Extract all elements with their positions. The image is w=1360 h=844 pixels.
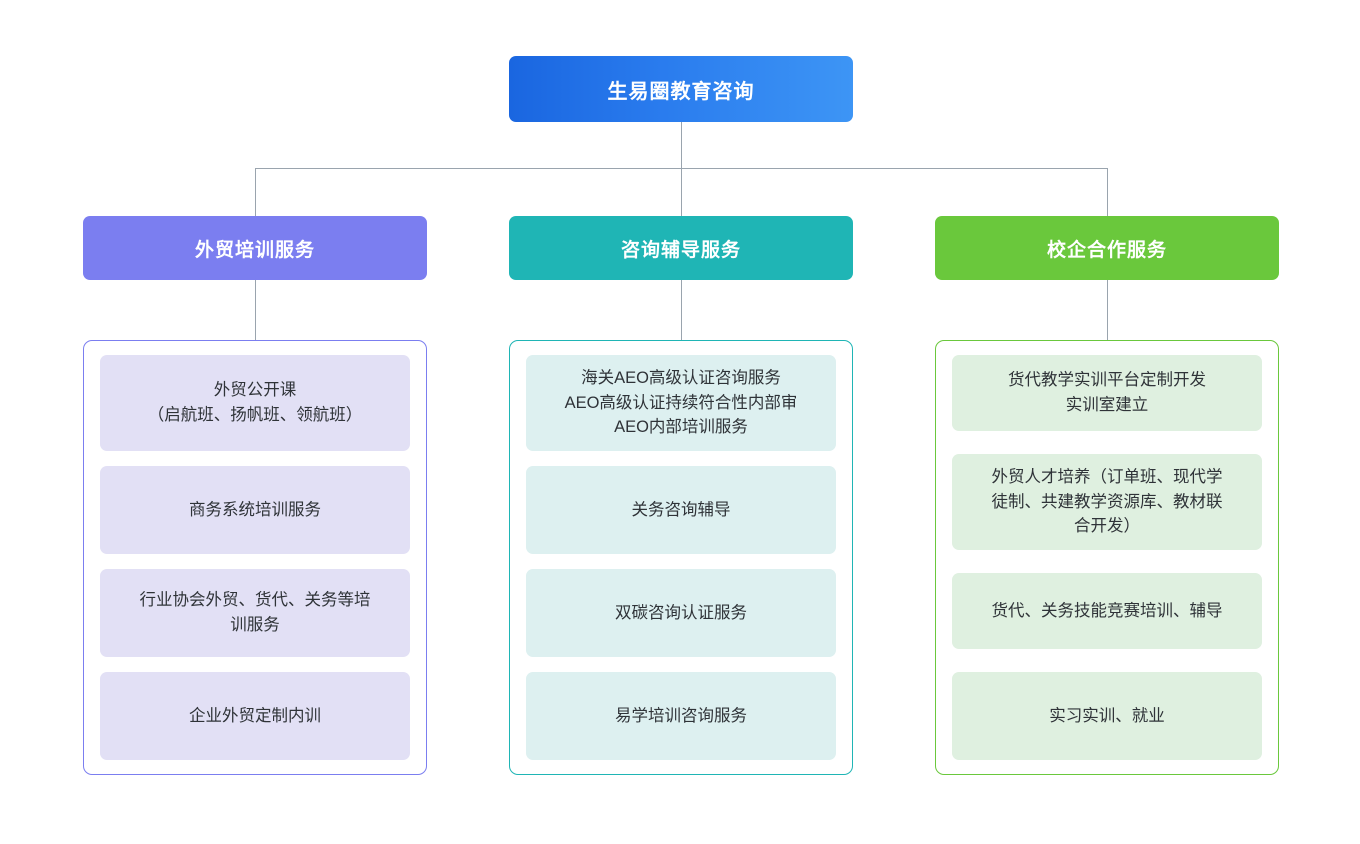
leaf-item[interactable]: 商务系统培训服务 <box>100 466 410 554</box>
branch-box-school-enterprise: 货代教学实训平台定制开发 实训室建立 外贸人才培养（订单班、现代学 徒制、共建教… <box>935 340 1279 775</box>
connector-stem-right <box>1107 280 1108 340</box>
leaf-item[interactable]: 海关AEO高级认证咨询服务 AEO高级认证持续符合性内部审 AEO内部培训服务 <box>526 355 836 451</box>
connector-root-stem <box>681 122 682 168</box>
leaf-item[interactable]: 行业协会外贸、货代、关务等培 训服务 <box>100 569 410 657</box>
leaf-item[interactable]: 企业外贸定制内训 <box>100 672 410 760</box>
connector-drop-left <box>255 168 256 216</box>
branch-header-training[interactable]: 外贸培训服务 <box>83 216 427 280</box>
connector-drop-middle <box>681 168 682 216</box>
connector-drop-right <box>1107 168 1108 216</box>
leaf-item[interactable]: 货代教学实训平台定制开发 实训室建立 <box>952 355 1262 431</box>
branch-header-school-enterprise[interactable]: 校企合作服务 <box>935 216 1279 280</box>
root-node[interactable]: 生易圈教育咨询 <box>509 56 853 122</box>
branch-box-training: 外贸公开课 （启航班、扬帆班、领航班） 商务系统培训服务 行业协会外贸、货代、关… <box>83 340 427 775</box>
connector-stem-left <box>255 280 256 340</box>
leaf-item[interactable]: 外贸人才培养（订单班、现代学 徒制、共建教学资源库、教材联 合开发） <box>952 454 1262 550</box>
connector-stem-middle <box>681 280 682 340</box>
branch-header-consulting[interactable]: 咨询辅导服务 <box>509 216 853 280</box>
leaf-item[interactable]: 双碳咨询认证服务 <box>526 569 836 657</box>
leaf-item[interactable]: 易学培训咨询服务 <box>526 672 836 760</box>
leaf-item[interactable]: 外贸公开课 （启航班、扬帆班、领航班） <box>100 355 410 451</box>
leaf-item[interactable]: 关务咨询辅导 <box>526 466 836 554</box>
leaf-item[interactable]: 货代、关务技能竞赛培训、辅导 <box>952 573 1262 649</box>
branch-box-consulting: 海关AEO高级认证咨询服务 AEO高级认证持续符合性内部审 AEO内部培训服务 … <box>509 340 853 775</box>
leaf-item[interactable]: 实习实训、就业 <box>952 672 1262 760</box>
